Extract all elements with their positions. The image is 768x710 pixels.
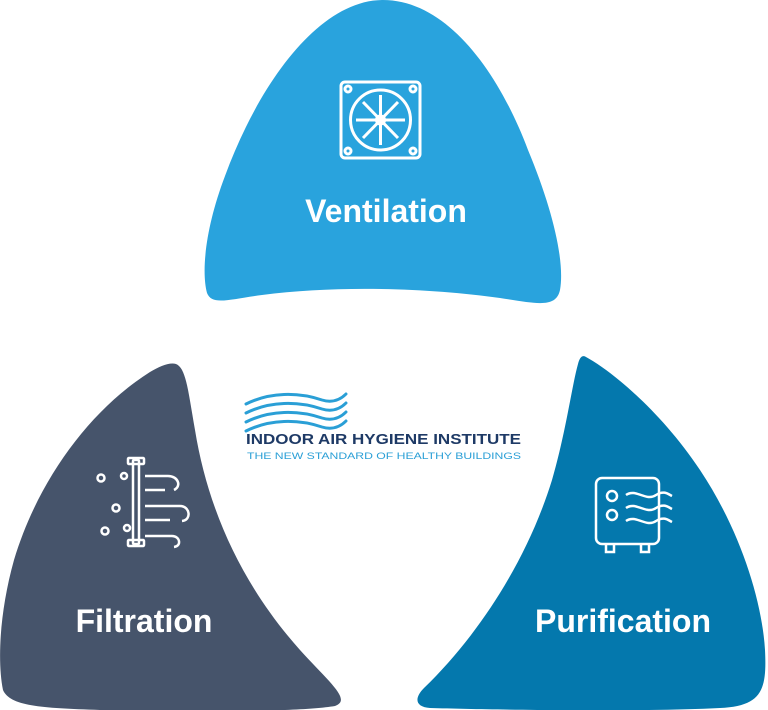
institute-name: INDOOR AIR HYGIENE INSTITUTE: [246, 432, 521, 448]
filtration-segment: Filtration: [0, 363, 341, 710]
filtration-label: Filtration: [76, 603, 213, 639]
ventilation-label: Ventilation: [305, 193, 467, 229]
purification-segment: Purification: [417, 356, 766, 710]
ventilation-shape: [204, 0, 562, 304]
ventilation-segment: Ventilation: [204, 0, 562, 304]
air-purifier-icon: [594, 476, 673, 554]
filter-icon: [96, 456, 190, 549]
purification-shape: [417, 356, 766, 710]
fan-icon: [339, 80, 422, 160]
institute-logo: INDOOR AIR HYGIENE INSTITUTE THE NEW STA…: [244, 392, 521, 461]
air-waves-icon: [244, 392, 348, 433]
institute-tagline: THE NEW STANDARD OF HEALTHY BUILDINGS: [247, 451, 521, 461]
purification-label: Purification: [535, 603, 711, 639]
